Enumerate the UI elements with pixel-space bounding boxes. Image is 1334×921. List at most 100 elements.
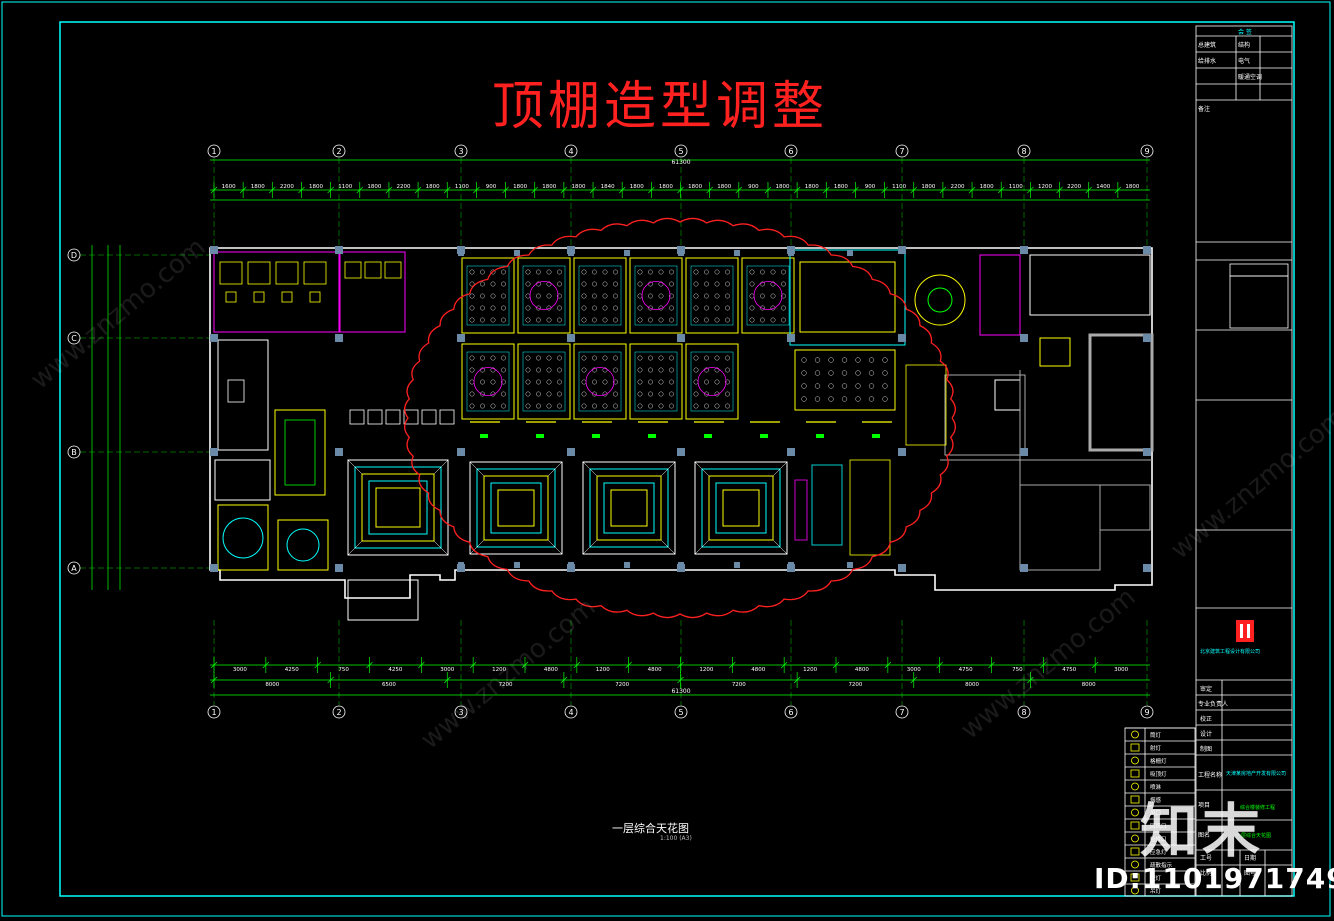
- company-name: 北京建筑工程设计有限公司: [1200, 649, 1261, 655]
- downlight: [581, 317, 587, 323]
- downlight: [480, 379, 485, 385]
- table-grid: [385, 409, 401, 425]
- downlight: [637, 293, 643, 299]
- axis-label: 1: [211, 147, 216, 156]
- downlight: [501, 317, 506, 323]
- downlight: [602, 293, 608, 299]
- downlight: [693, 403, 699, 409]
- column: [458, 562, 464, 568]
- table-grid: [349, 409, 365, 425]
- coffer-ring: [596, 475, 662, 541]
- column: [898, 246, 906, 254]
- downlight: [658, 379, 664, 385]
- table-grid: [403, 409, 419, 425]
- downlight: [501, 391, 506, 397]
- downlight: [801, 357, 807, 363]
- column: [788, 250, 794, 256]
- downlight: [557, 355, 562, 361]
- downlight: [828, 357, 834, 363]
- axis-bubble: [564, 144, 578, 158]
- downlight: [704, 403, 709, 409]
- downlight: [725, 391, 730, 397]
- downlight: [725, 269, 730, 275]
- coffer-ring: [469, 461, 563, 555]
- tb-field-8: 工号: [1200, 855, 1213, 862]
- downlight: [602, 391, 608, 397]
- legend-symbol: [1130, 821, 1140, 830]
- downlight: [613, 281, 618, 287]
- column: [210, 334, 218, 342]
- legend-label: 格栅灯: [1150, 757, 1167, 765]
- axis-bubble: [67, 445, 81, 459]
- coffer-corner: [547, 539, 563, 555]
- tb-row-2: 给排水: [1198, 58, 1217, 65]
- downlight: [525, 317, 531, 323]
- legend-label: 应急灯: [1150, 848, 1167, 856]
- coffer-ring: [708, 475, 774, 541]
- coffer-corner: [694, 539, 710, 555]
- dim-label: 2200: [1067, 184, 1081, 190]
- downlight: [536, 317, 541, 323]
- downlight: [525, 403, 531, 409]
- downlight: [841, 370, 848, 376]
- downlight: [749, 281, 755, 287]
- downlight: [658, 281, 664, 287]
- downlight: [770, 293, 776, 299]
- table-grid: [367, 409, 383, 425]
- downlight: [828, 383, 834, 389]
- downlight: [725, 281, 730, 287]
- downlight: [693, 269, 699, 275]
- tb-field-6: 项目: [1198, 802, 1211, 809]
- downlight: [714, 269, 720, 275]
- tb-row-5: 备注: [1198, 106, 1211, 113]
- downlight: [749, 293, 755, 299]
- dim-label: 1800: [834, 184, 848, 190]
- axis-label: 3: [458, 147, 463, 156]
- downlight: [536, 269, 541, 275]
- axis-label: 5: [678, 708, 683, 717]
- table-grid: [421, 409, 437, 425]
- chair: [253, 291, 265, 303]
- dim-label: 7200: [848, 682, 862, 688]
- downlight: [704, 269, 709, 275]
- desk: [219, 261, 243, 285]
- tag-marker: [704, 434, 712, 438]
- ceiling-panel: [685, 257, 739, 334]
- downlight: [725, 293, 730, 299]
- downlight: [669, 305, 674, 311]
- downlight: [536, 367, 541, 373]
- downlight: [781, 281, 786, 287]
- axis-label: 3: [458, 708, 463, 717]
- column: [567, 448, 575, 456]
- coffer-corner: [772, 539, 788, 555]
- left-office-rooms: [213, 251, 406, 571]
- column: [210, 564, 218, 572]
- downlight: [637, 355, 643, 361]
- downlight: [882, 396, 888, 402]
- downlight: [525, 293, 531, 299]
- downlight: [693, 317, 699, 323]
- ceiling-panel: [517, 343, 571, 420]
- watermark-logo: 知末: [1140, 797, 1265, 865]
- downlight: [770, 317, 776, 323]
- dim-label: 1800: [1125, 184, 1139, 190]
- downlight: [801, 396, 807, 402]
- downlight: [546, 317, 552, 323]
- ceiling-panel: [629, 257, 683, 334]
- coffer-corner: [347, 540, 363, 556]
- downlight: [669, 403, 674, 409]
- axis-label: 7: [899, 708, 904, 717]
- dim-label: 1200: [596, 667, 610, 673]
- downlight: [814, 383, 821, 389]
- column: [1020, 448, 1028, 456]
- dim-label: 750: [1012, 667, 1023, 673]
- axis-bubble: [207, 705, 221, 719]
- downlight: [557, 305, 562, 311]
- downlight: [693, 305, 699, 311]
- axis-label: 2: [336, 708, 341, 717]
- ceiling-panel: [517, 257, 571, 334]
- downlight: [648, 293, 653, 299]
- dim-label: 8000: [265, 682, 279, 688]
- column: [787, 448, 795, 456]
